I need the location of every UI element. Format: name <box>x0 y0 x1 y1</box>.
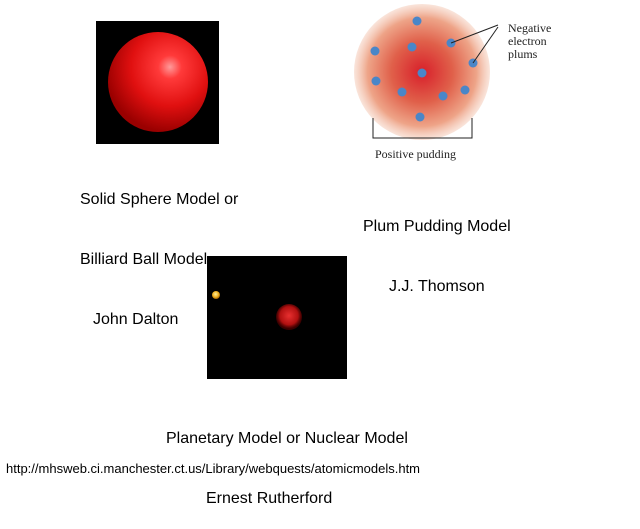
dalton-scientist: John Dalton <box>93 311 179 328</box>
dalton-caption: Solid Sphere Model or Billiard Ball Mode… <box>80 150 238 350</box>
nuclear-model-illustration <box>207 256 347 379</box>
solid-sphere <box>108 32 208 132</box>
electron-plums <box>370 16 478 122</box>
thomson-scientist: J.J. Thomson <box>388 278 485 295</box>
dalton-caption-line2: Billiard Ball Model <box>80 251 208 268</box>
plum-pudding-illustration <box>354 4 499 140</box>
rutherford-model-image <box>207 256 347 379</box>
positive-pudding-label: Positive pudding <box>375 147 457 161</box>
negative-label-line1: Negative <box>508 21 552 35</box>
electron-plum <box>371 76 381 86</box>
positive-pudding-bracket <box>372 118 473 139</box>
rutherford-caption-line1: Planetary Model or Nuclear Model <box>166 430 408 447</box>
electron-plum <box>438 91 448 101</box>
rutherford-caption: Planetary Model or Nuclear Model Ernest … <box>166 389 408 529</box>
orbiting-electron <box>212 291 220 299</box>
electron-plum <box>412 16 422 26</box>
thomson-model-image <box>340 0 580 162</box>
negative-label-pointers <box>450 24 499 64</box>
nucleus <box>276 304 302 330</box>
thomson-caption: Plum Pudding Model J.J. Thomson <box>363 177 511 317</box>
electron-plum <box>417 68 427 78</box>
negative-electron-plums-label: Negative electron plums <box>508 22 551 61</box>
negative-label-line3: plums <box>508 47 538 61</box>
electron-plum <box>460 85 470 95</box>
thomson-caption-line1: Plum Pudding Model <box>363 218 511 235</box>
rutherford-scientist: Ernest Rutherford <box>206 490 333 507</box>
dalton-caption-line1: Solid Sphere Model or <box>80 191 239 208</box>
electron-plum <box>370 46 380 56</box>
electron-plum <box>415 112 425 122</box>
solid-sphere-illustration <box>96 21 219 144</box>
negative-label-line2: electron <box>508 34 547 48</box>
dalton-model-image <box>96 21 219 144</box>
electron-plum <box>397 87 407 97</box>
source-url[interactable]: http://mhsweb.ci.manchester.ct.us/Librar… <box>6 461 421 476</box>
electron-plum <box>407 42 417 52</box>
